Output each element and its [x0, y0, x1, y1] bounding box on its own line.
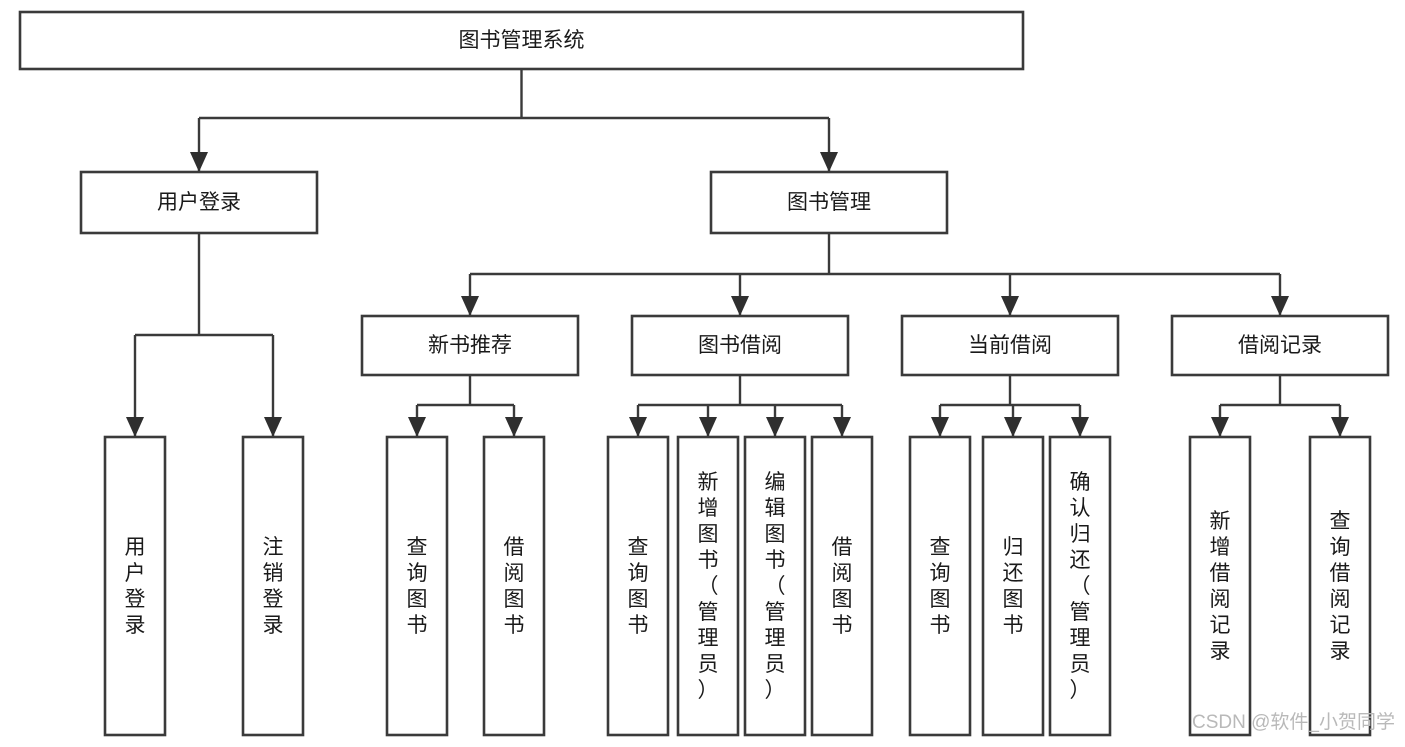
- node-boxes-layer: 图书管理系统用户登录图书管理新书推荐图书借阅当前借阅借阅记录用户登录注销登录查询…: [18, 10, 1390, 737]
- node-box-leaf-borrow-edit: [743, 435, 807, 737]
- node-label-leaf-rec-add: 新增借阅记录: [1210, 510, 1231, 663]
- node-label-leaf-borrow-query: 查询图书: [628, 536, 649, 637]
- arrow-leaf-new-query: [408, 417, 426, 437]
- arrow-leaf-borrow-add: [699, 417, 717, 437]
- node-label-leaf-borrow-lend: 借阅图书: [832, 536, 853, 637]
- arrow-leaf-cur-query: [931, 417, 949, 437]
- arrow-bookmgmt: [820, 152, 838, 172]
- node-box-leaf-cur-query: [908, 435, 972, 737]
- node-label-leaf-new-borrow: 借阅图书: [504, 536, 525, 637]
- node-leaf-borrow-lend[interactable]: 借阅图书: [810, 435, 874, 737]
- arrow-leaf-borrow-edit: [766, 417, 784, 437]
- node-login[interactable]: 用户登录: [79, 170, 319, 235]
- arrow-login: [190, 152, 208, 172]
- node-box-leaf-borrow-query: [606, 435, 670, 737]
- node-leaf-new-borrow[interactable]: 借阅图书: [482, 435, 546, 737]
- node-box-leaf-rec-query: [1308, 435, 1372, 737]
- arrow-leaf-borrow-query: [629, 417, 647, 437]
- node-box-borrow: [630, 314, 850, 377]
- node-leaf-cur-return[interactable]: 归还图书: [981, 435, 1045, 737]
- arrow-record: [1271, 296, 1289, 316]
- arrow-leaf-user-logout: [264, 417, 282, 437]
- arrow-leaf-new-borrow: [505, 417, 523, 437]
- node-box-record: [1170, 314, 1390, 377]
- node-box-leaf-cur-return: [981, 435, 1045, 737]
- node-label-leaf-cur-query: 查询图书: [930, 536, 951, 637]
- node-box-newbook: [360, 314, 580, 377]
- node-box-current: [900, 314, 1120, 377]
- node-box-leaf-cur-confirm: [1048, 435, 1112, 737]
- node-label-leaf-cur-return: 归还图书: [1003, 536, 1024, 637]
- node-leaf-user-login[interactable]: 用户登录: [103, 435, 167, 737]
- node-label-record: 借阅记录: [1238, 334, 1322, 357]
- arrow-leaf-borrow-lend: [833, 417, 851, 437]
- arrow-leaf-rec-query: [1331, 417, 1349, 437]
- node-box-login: [79, 170, 319, 235]
- node-borrow[interactable]: 图书借阅: [630, 314, 850, 377]
- arrow-leaf-cur-confirm: [1071, 417, 1089, 437]
- node-label-leaf-user-logout: 注销登录: [263, 536, 284, 637]
- arrow-borrow: [731, 296, 749, 316]
- node-root[interactable]: 图书管理系统: [18, 10, 1025, 71]
- arrow-leaf-rec-add: [1211, 417, 1229, 437]
- node-box-leaf-new-borrow: [482, 435, 546, 737]
- node-leaf-rec-add[interactable]: 新增借阅记录: [1188, 435, 1252, 737]
- node-record[interactable]: 借阅记录: [1170, 314, 1390, 377]
- csdn-watermark: CSDN @软件_小贺同学: [1192, 711, 1395, 733]
- node-label-leaf-user-login: 用户登录: [125, 536, 146, 637]
- node-leaf-borrow-add[interactable]: 新增图书（管理员）: [676, 435, 740, 737]
- node-leaf-cur-confirm[interactable]: 确认归还（管理员）: [1048, 435, 1112, 737]
- node-leaf-user-logout[interactable]: 注销登录: [241, 435, 305, 737]
- node-label-leaf-borrow-add: 新增图书（管理员）: [698, 471, 719, 702]
- arrow-leaf-cur-return: [1004, 417, 1022, 437]
- arrow-current: [1001, 296, 1019, 316]
- node-label-borrow: 图书借阅: [698, 334, 782, 357]
- node-label-leaf-cur-confirm: 确认归还（管理员）: [1070, 471, 1091, 702]
- node-label-newbook: 新书推荐: [428, 334, 512, 357]
- arrow-leaf-user-login: [126, 417, 144, 437]
- node-label-root: 图书管理系统: [459, 29, 585, 52]
- node-box-leaf-borrow-add: [676, 435, 740, 737]
- node-box-leaf-borrow-lend: [810, 435, 874, 737]
- node-box-leaf-user-logout: [241, 435, 305, 737]
- node-label-leaf-rec-query: 查询借阅记录: [1330, 510, 1351, 663]
- node-bookmgmt[interactable]: 图书管理: [709, 170, 949, 235]
- node-newbook[interactable]: 新书推荐: [360, 314, 580, 377]
- node-label-login: 用户登录: [157, 191, 241, 214]
- node-label-current: 当前借阅: [968, 334, 1052, 357]
- node-leaf-borrow-query[interactable]: 查询图书: [606, 435, 670, 737]
- node-current[interactable]: 当前借阅: [900, 314, 1120, 377]
- node-leaf-new-query[interactable]: 查询图书: [385, 435, 449, 737]
- node-leaf-rec-query[interactable]: 查询借阅记录: [1308, 435, 1372, 737]
- arrow-newbook: [461, 296, 479, 316]
- node-box-leaf-user-login: [103, 435, 167, 737]
- node-box-root: [18, 10, 1025, 71]
- node-box-leaf-new-query: [385, 435, 449, 737]
- node-box-leaf-rec-add: [1188, 435, 1252, 737]
- node-label-bookmgmt: 图书管理: [787, 191, 871, 214]
- node-leaf-cur-query[interactable]: 查询图书: [908, 435, 972, 737]
- node-label-leaf-new-query: 查询图书: [407, 536, 428, 637]
- node-leaf-borrow-edit[interactable]: 编辑图书（管理员）: [743, 435, 807, 737]
- connector-lines-layer: [126, 69, 1349, 437]
- node-label-leaf-borrow-edit: 编辑图书（管理员）: [765, 471, 786, 702]
- node-box-bookmgmt: [709, 170, 949, 235]
